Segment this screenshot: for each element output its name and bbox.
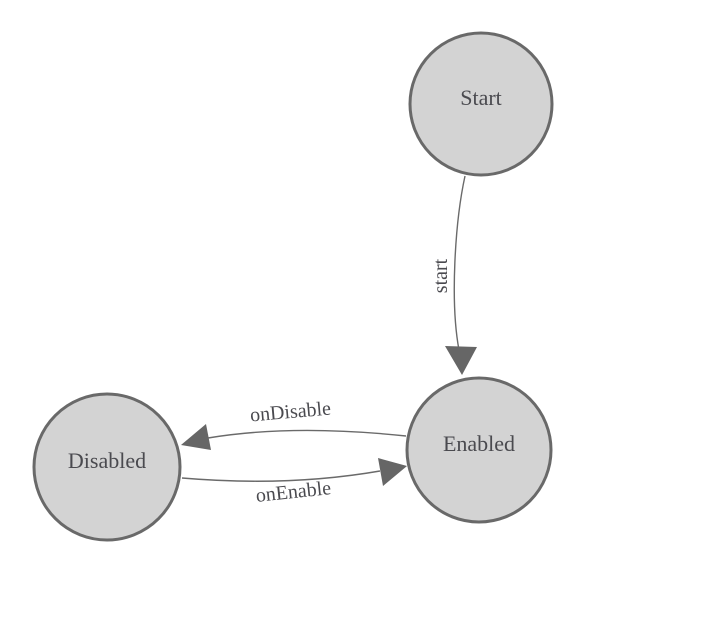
edge-line-start-to-enabled <box>453 175 466 351</box>
state-label-disabled: Disabled <box>68 448 146 473</box>
arrowhead-into-disabled-icon <box>181 424 211 450</box>
edge-disabled-to-enabled: onEnable <box>181 458 407 507</box>
arrowhead-into-enabled-left-icon <box>378 458 407 486</box>
edge-enabled-to-disabled: onDisable <box>181 398 407 450</box>
state-circle-start <box>408 31 554 177</box>
edge-start-to-enabled: start <box>430 175 477 375</box>
edge-label-start: start <box>430 258 452 293</box>
edge-line-disabled-to-enabled <box>181 470 381 482</box>
state-label-enabled: Enabled <box>443 431 515 456</box>
edge-label-ondisable: onDisable <box>249 398 332 427</box>
state-node-enabled: Enabled <box>405 376 553 524</box>
state-node-disabled: Disabled <box>32 392 182 542</box>
state-node-start: Start <box>408 31 554 177</box>
arrowhead-into-enabled-top-icon <box>445 346 477 375</box>
state-circle-disabled <box>32 392 182 542</box>
edge-line-enabled-to-disabled <box>207 429 407 439</box>
state-label-start: Start <box>460 85 502 110</box>
state-circle-enabled <box>405 376 553 524</box>
